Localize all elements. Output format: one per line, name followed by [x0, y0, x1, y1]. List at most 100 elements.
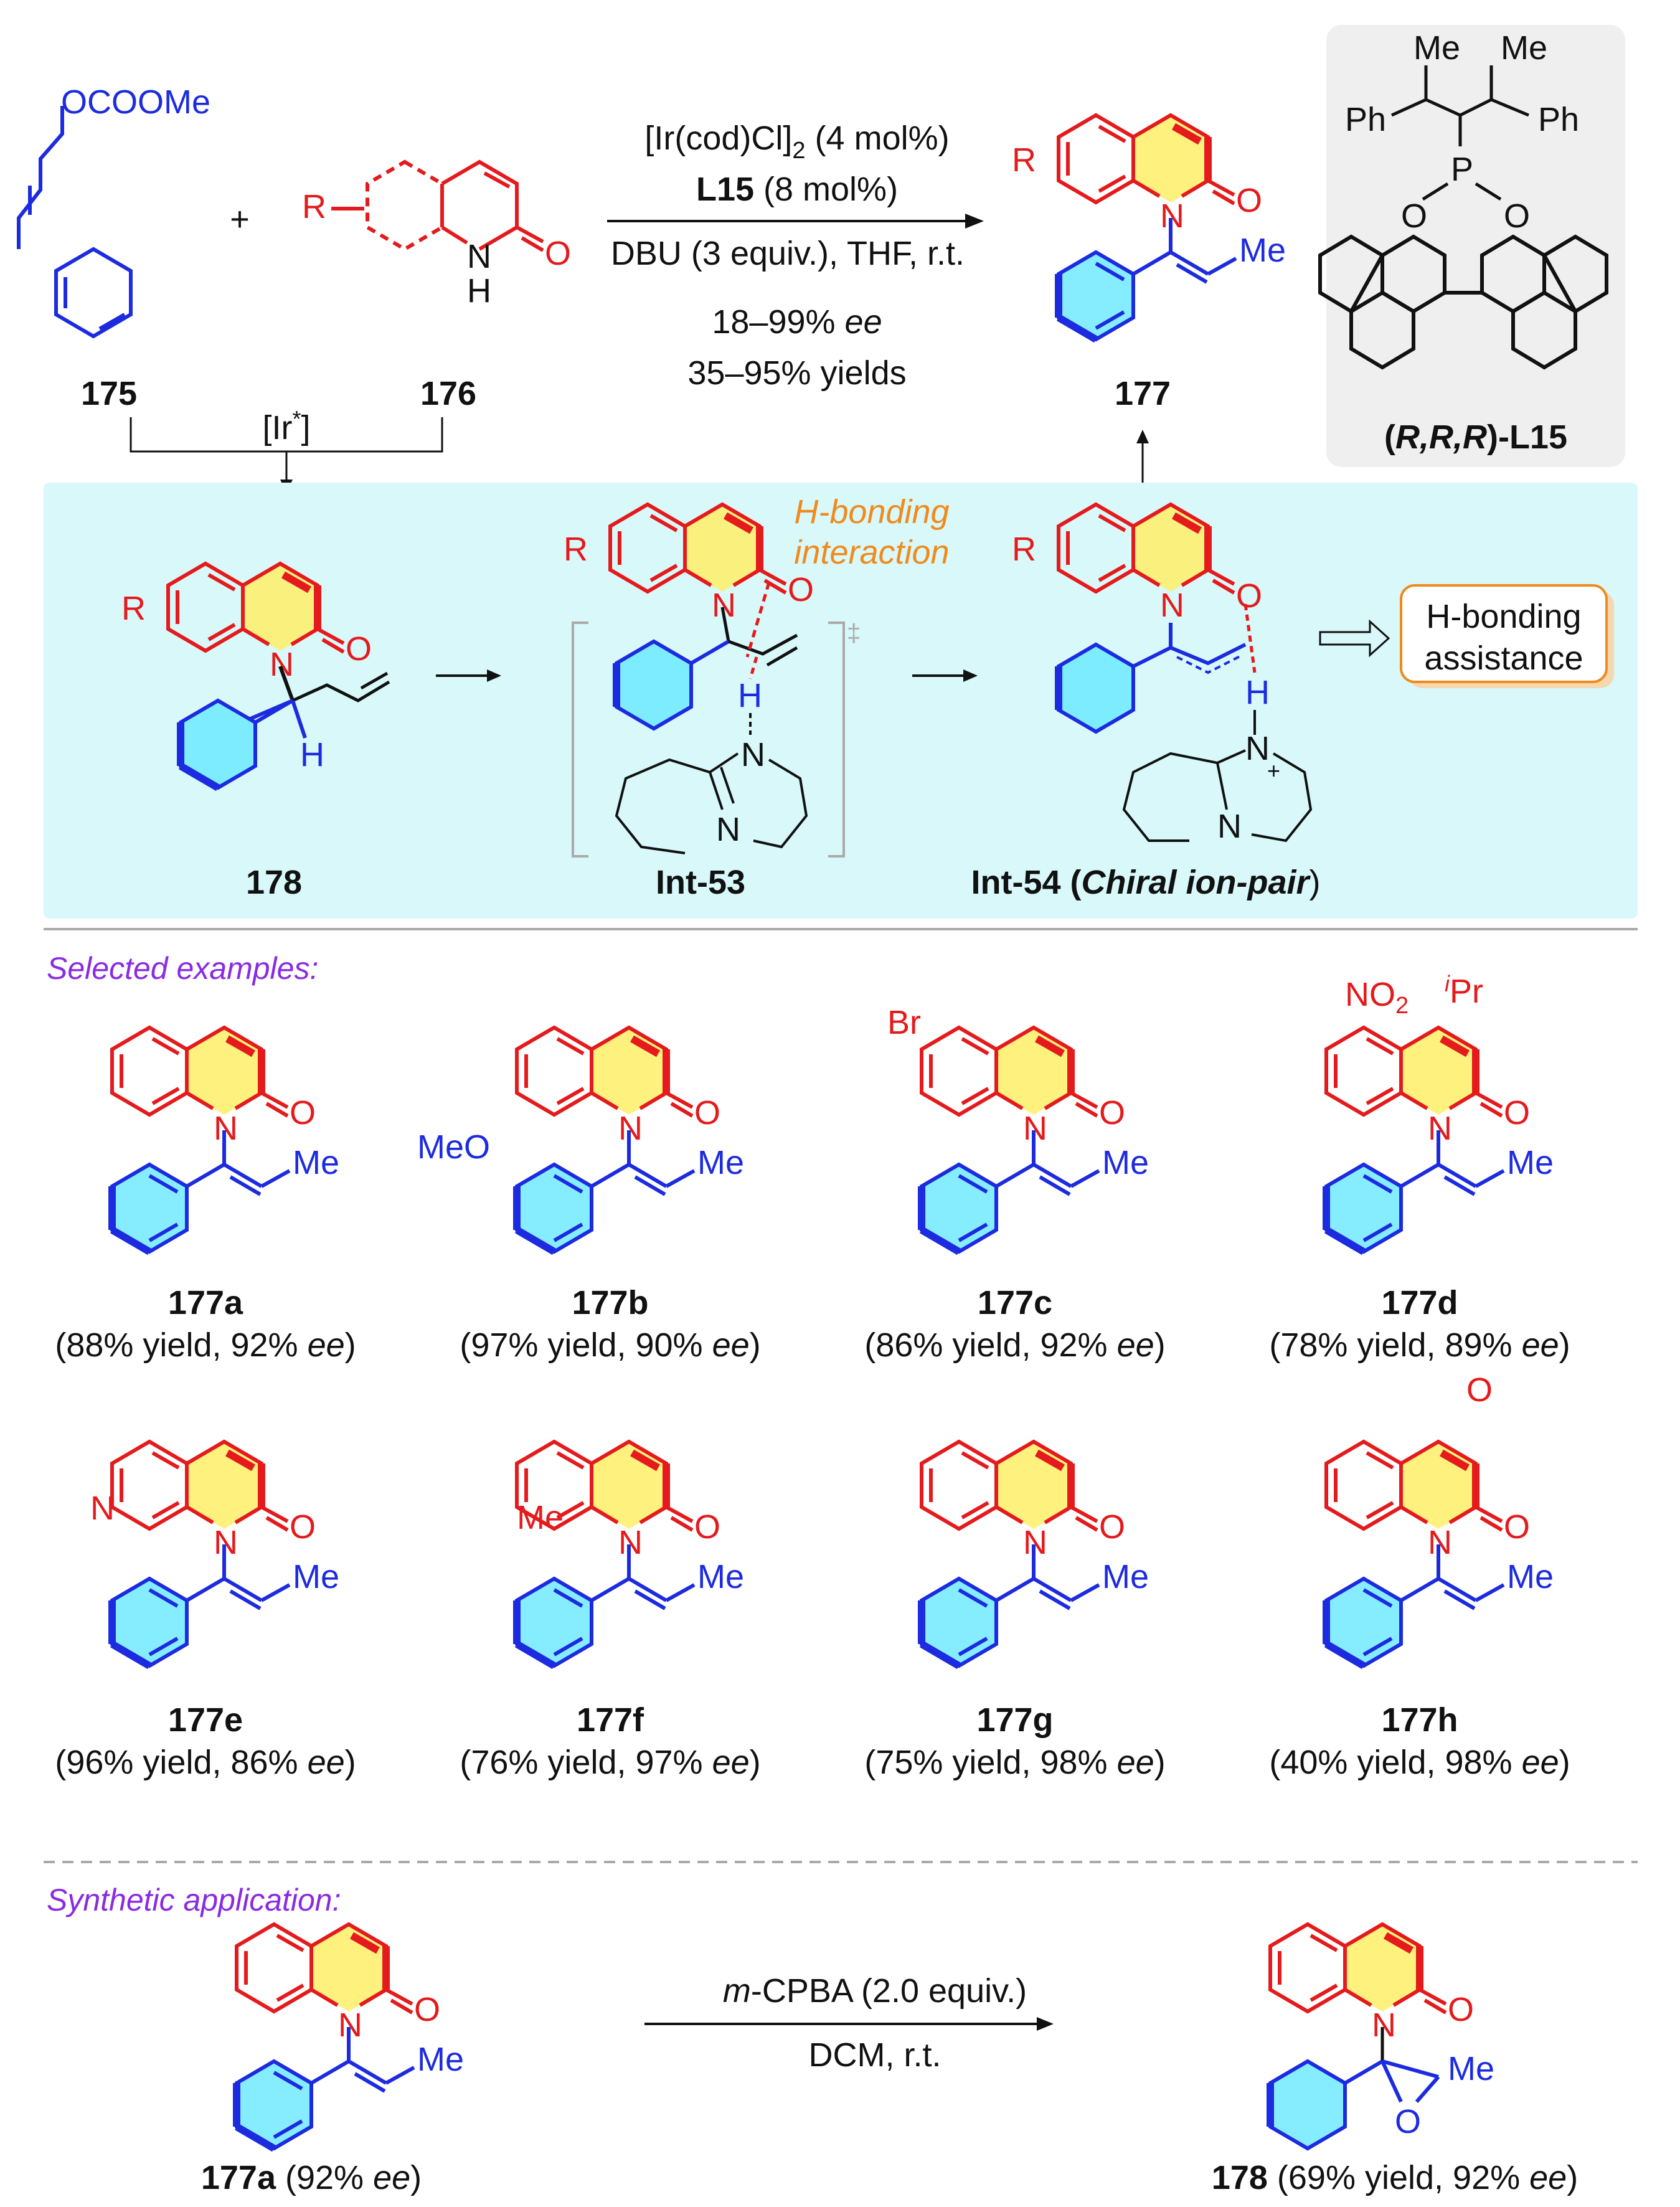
example-label: 177c	[978, 1284, 1052, 1321]
hb-interaction-2: interaction	[794, 534, 949, 571]
example-yield-ee: (76% yield, 97% ee)	[460, 1744, 760, 1781]
example-label: 177h	[1381, 1701, 1458, 1739]
n-atom: N	[1023, 1524, 1047, 1561]
n-dbu-2: N	[716, 811, 740, 848]
n-atom: N	[1160, 197, 1184, 235]
example-label: 177b	[572, 1284, 648, 1321]
n-atom: N	[1023, 1110, 1047, 1147]
o-atom: O	[414, 1991, 440, 2028]
compound-177: R N O Me	[1012, 115, 1286, 339]
intermediate-Int-54: R N O H N + N	[1012, 504, 1313, 845]
me-group: Me	[1507, 1144, 1554, 1181]
n-atom: N	[1428, 1524, 1452, 1561]
me-group: Me	[1239, 232, 1286, 269]
intermediate-178: R N O H	[121, 564, 390, 792]
int53-label: Int-53	[656, 864, 745, 901]
me-group: Me	[293, 1558, 339, 1595]
me-group: Me	[1448, 2050, 1494, 2087]
plus-charge: +	[1267, 758, 1280, 783]
example-yield-ee: (75% yield, 98% ee)	[864, 1744, 1165, 1781]
r-group: R	[1012, 141, 1036, 179]
example-yield-ee: (97% yield, 90% ee)	[460, 1326, 760, 1364]
sm1-group: OCOOMe	[61, 83, 210, 121]
me-group: Me	[293, 1144, 339, 1181]
reaction-top: OCOOMe 175 + R N H O 176 [Ir(cod)Cl]2 (4	[17, 83, 1286, 493]
br-group: Br	[887, 1004, 921, 1041]
example-yield-ee: (88% yield, 92% ee)	[55, 1326, 356, 1364]
n-dbu-2: N	[1217, 808, 1242, 845]
me-group: Me	[417, 2041, 464, 2078]
r-group: R	[302, 188, 326, 225]
o-atom: O	[1504, 1508, 1530, 1546]
ee-range: 18–99% ee	[712, 303, 882, 341]
n-atom: N	[1428, 1110, 1452, 1147]
example-yield-ee: (40% yield, 98% ee)	[1269, 1744, 1570, 1781]
r-group: R	[121, 590, 146, 627]
selected-heading: Selected examples:	[47, 951, 318, 986]
reagent-1: [Ir(cod)Cl]2 (4 mol%)	[644, 120, 949, 164]
o-atom: O	[1099, 1094, 1125, 1132]
plus-sign: +	[230, 201, 250, 238]
pyridine-n: N	[90, 1490, 115, 1527]
synthetic-conditions: DCM, r.t.	[809, 2036, 941, 2074]
int178-label: 178	[246, 864, 302, 901]
meo-group: MeO	[417, 1128, 490, 1166]
o-atom: O	[346, 630, 372, 668]
synthetic-product: N O O Me	[1267, 1924, 1494, 2151]
synthetic-sm-label: 177a (92% ee)	[201, 2159, 422, 2196]
o-atom: O	[694, 1094, 720, 1132]
no2-group: NO2	[1345, 976, 1409, 1019]
n-atom: N	[467, 238, 491, 275]
ir-catalyst: [Ir*]	[262, 406, 310, 447]
n-atom: N	[214, 1524, 238, 1561]
h-atom: H	[1245, 674, 1270, 711]
sm1-label: 175	[81, 375, 137, 412]
nh-atom: H	[467, 272, 491, 310]
ligand-label: (R,R,R)-L15	[1384, 418, 1567, 456]
me-group: Me	[1507, 1558, 1554, 1595]
o-atom: O	[1504, 1094, 1530, 1132]
synthetic-reagent: m-CPBA (2.0 equiv.)	[723, 1972, 1027, 2010]
example-label: 177d	[1381, 1284, 1458, 1321]
ligand-L15: Me Me Ph Ph P O O (R,R,R)-L15	[1318, 25, 1625, 467]
example-label: 177a	[168, 1284, 243, 1321]
n-atom: N	[270, 646, 294, 683]
me-1: Me	[1413, 29, 1460, 67]
example-yield-ee: (96% yield, 86% ee)	[55, 1744, 356, 1781]
n-atom: N	[618, 1110, 643, 1147]
o-atom: O	[788, 571, 814, 608]
example-177g: N O Me	[922, 1442, 1149, 1666]
int54-label: Int-54 (Chiral ion-pair)	[971, 864, 1320, 901]
o-atom: O	[694, 1508, 720, 1546]
n-atom: N	[618, 1524, 643, 1561]
n-atom: N	[338, 2006, 362, 2044]
dagger: ‡	[847, 620, 861, 647]
o-atom: O	[1099, 1508, 1125, 1546]
compound-175: OCOOMe 175	[17, 83, 210, 412]
o-atom: O	[1236, 577, 1262, 615]
reagent-2: L15 (8 mol%)	[696, 171, 898, 208]
ph-2: Ph	[1538, 101, 1579, 138]
r-group: R	[564, 531, 588, 568]
n-atom: N	[1160, 587, 1184, 624]
n-dbu-1: N	[741, 736, 765, 773]
example-177d: N O Me NO2 iPr	[1326, 971, 1554, 1252]
o-atom: O	[290, 1094, 316, 1132]
hb-interaction-1: H-bonding	[794, 493, 949, 531]
ph-1: Ph	[1345, 101, 1386, 138]
mechanism-panel: R N O H 178 R N O	[44, 483, 1638, 919]
synthetic-heading: Synthetic application:	[47, 1883, 341, 1917]
me-group: Me	[697, 1558, 744, 1595]
me-group: Me	[1102, 1558, 1149, 1595]
o-atom: O	[1448, 1991, 1474, 2028]
example-yield-ee: (86% yield, 92% ee)	[864, 1326, 1165, 1364]
example-label: 177f	[577, 1701, 644, 1739]
synthetic-sm: N O Me	[237, 1924, 464, 2148]
ipr-group: iPr	[1445, 971, 1483, 1010]
